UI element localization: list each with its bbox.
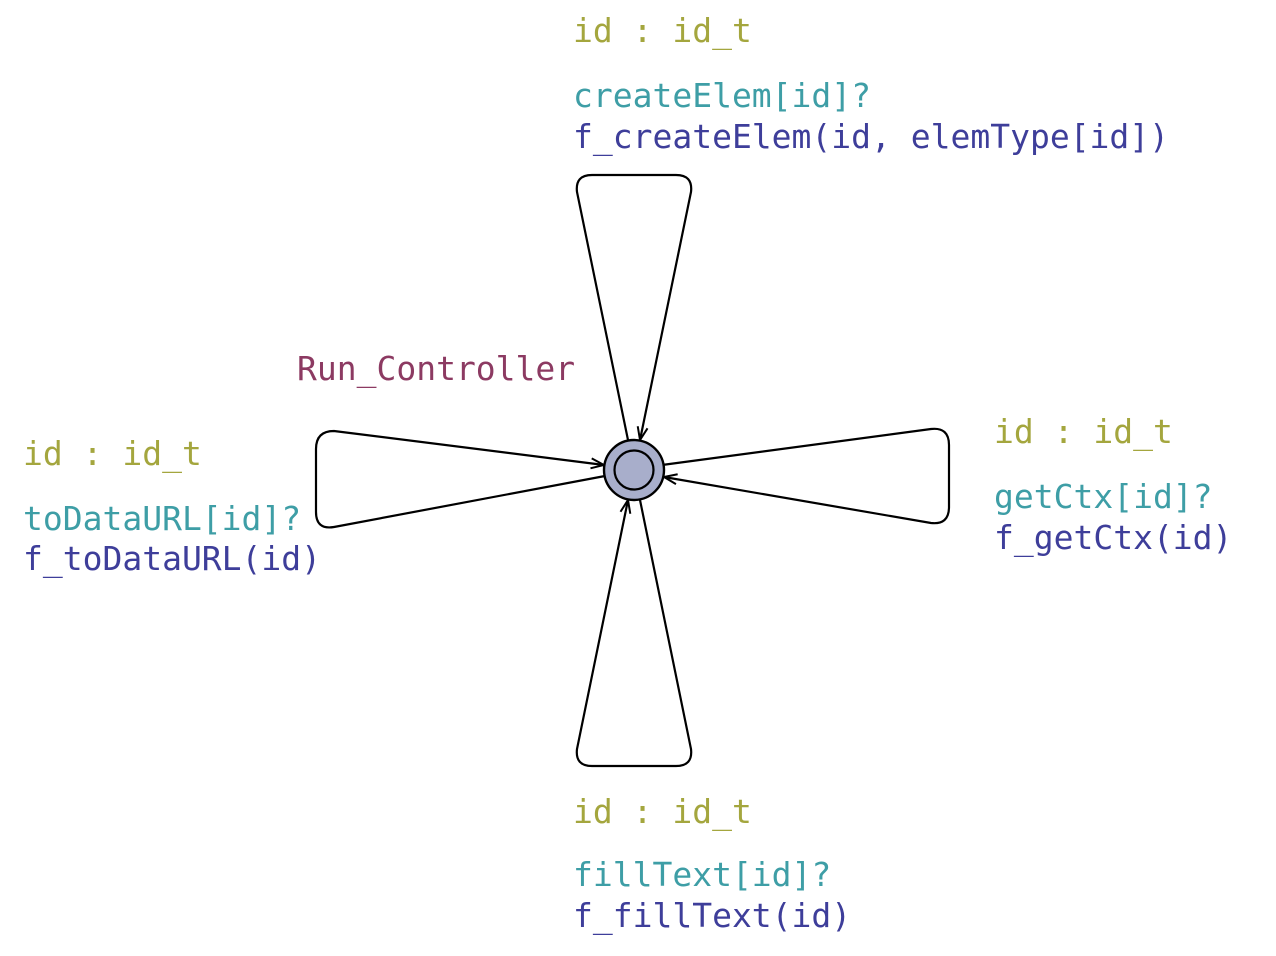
loop-top-update: f_createElem(id, elemType[id]) bbox=[573, 117, 1169, 157]
edge-loop-right[interactable] bbox=[662, 427, 951, 525]
edge-loop-bottom[interactable] bbox=[575, 500, 693, 768]
loop-bottom-update: f_fillText(id) bbox=[573, 896, 851, 936]
loop-left-select: id : id_t bbox=[23, 434, 202, 474]
location-circle[interactable] bbox=[602, 438, 666, 502]
loop-right-update: f_getCtx(id) bbox=[994, 518, 1232, 558]
loop-bottom-select: id : id_t bbox=[573, 792, 752, 832]
loop-right-sync: getCtx[id]? bbox=[994, 477, 1213, 516]
location-run-controller[interactable] bbox=[602, 438, 666, 502]
loop-right-select: id : id_t bbox=[994, 412, 1173, 452]
edge-loop-left[interactable] bbox=[314, 429, 605, 529]
loop-top-select: id : id_t bbox=[573, 11, 752, 51]
loop-top-sync: createElem[id]? bbox=[573, 76, 871, 115]
loop-bottom-sync: fillText[id]? bbox=[573, 855, 831, 894]
initial-marker bbox=[613, 449, 655, 491]
loop-left-sync: toDataURL[id]? bbox=[23, 499, 301, 538]
location-name: Run_Controller bbox=[297, 349, 575, 389]
edge-loop-top[interactable] bbox=[575, 173, 693, 440]
loop-left-update: f_toDataURL(id) bbox=[23, 539, 321, 579]
